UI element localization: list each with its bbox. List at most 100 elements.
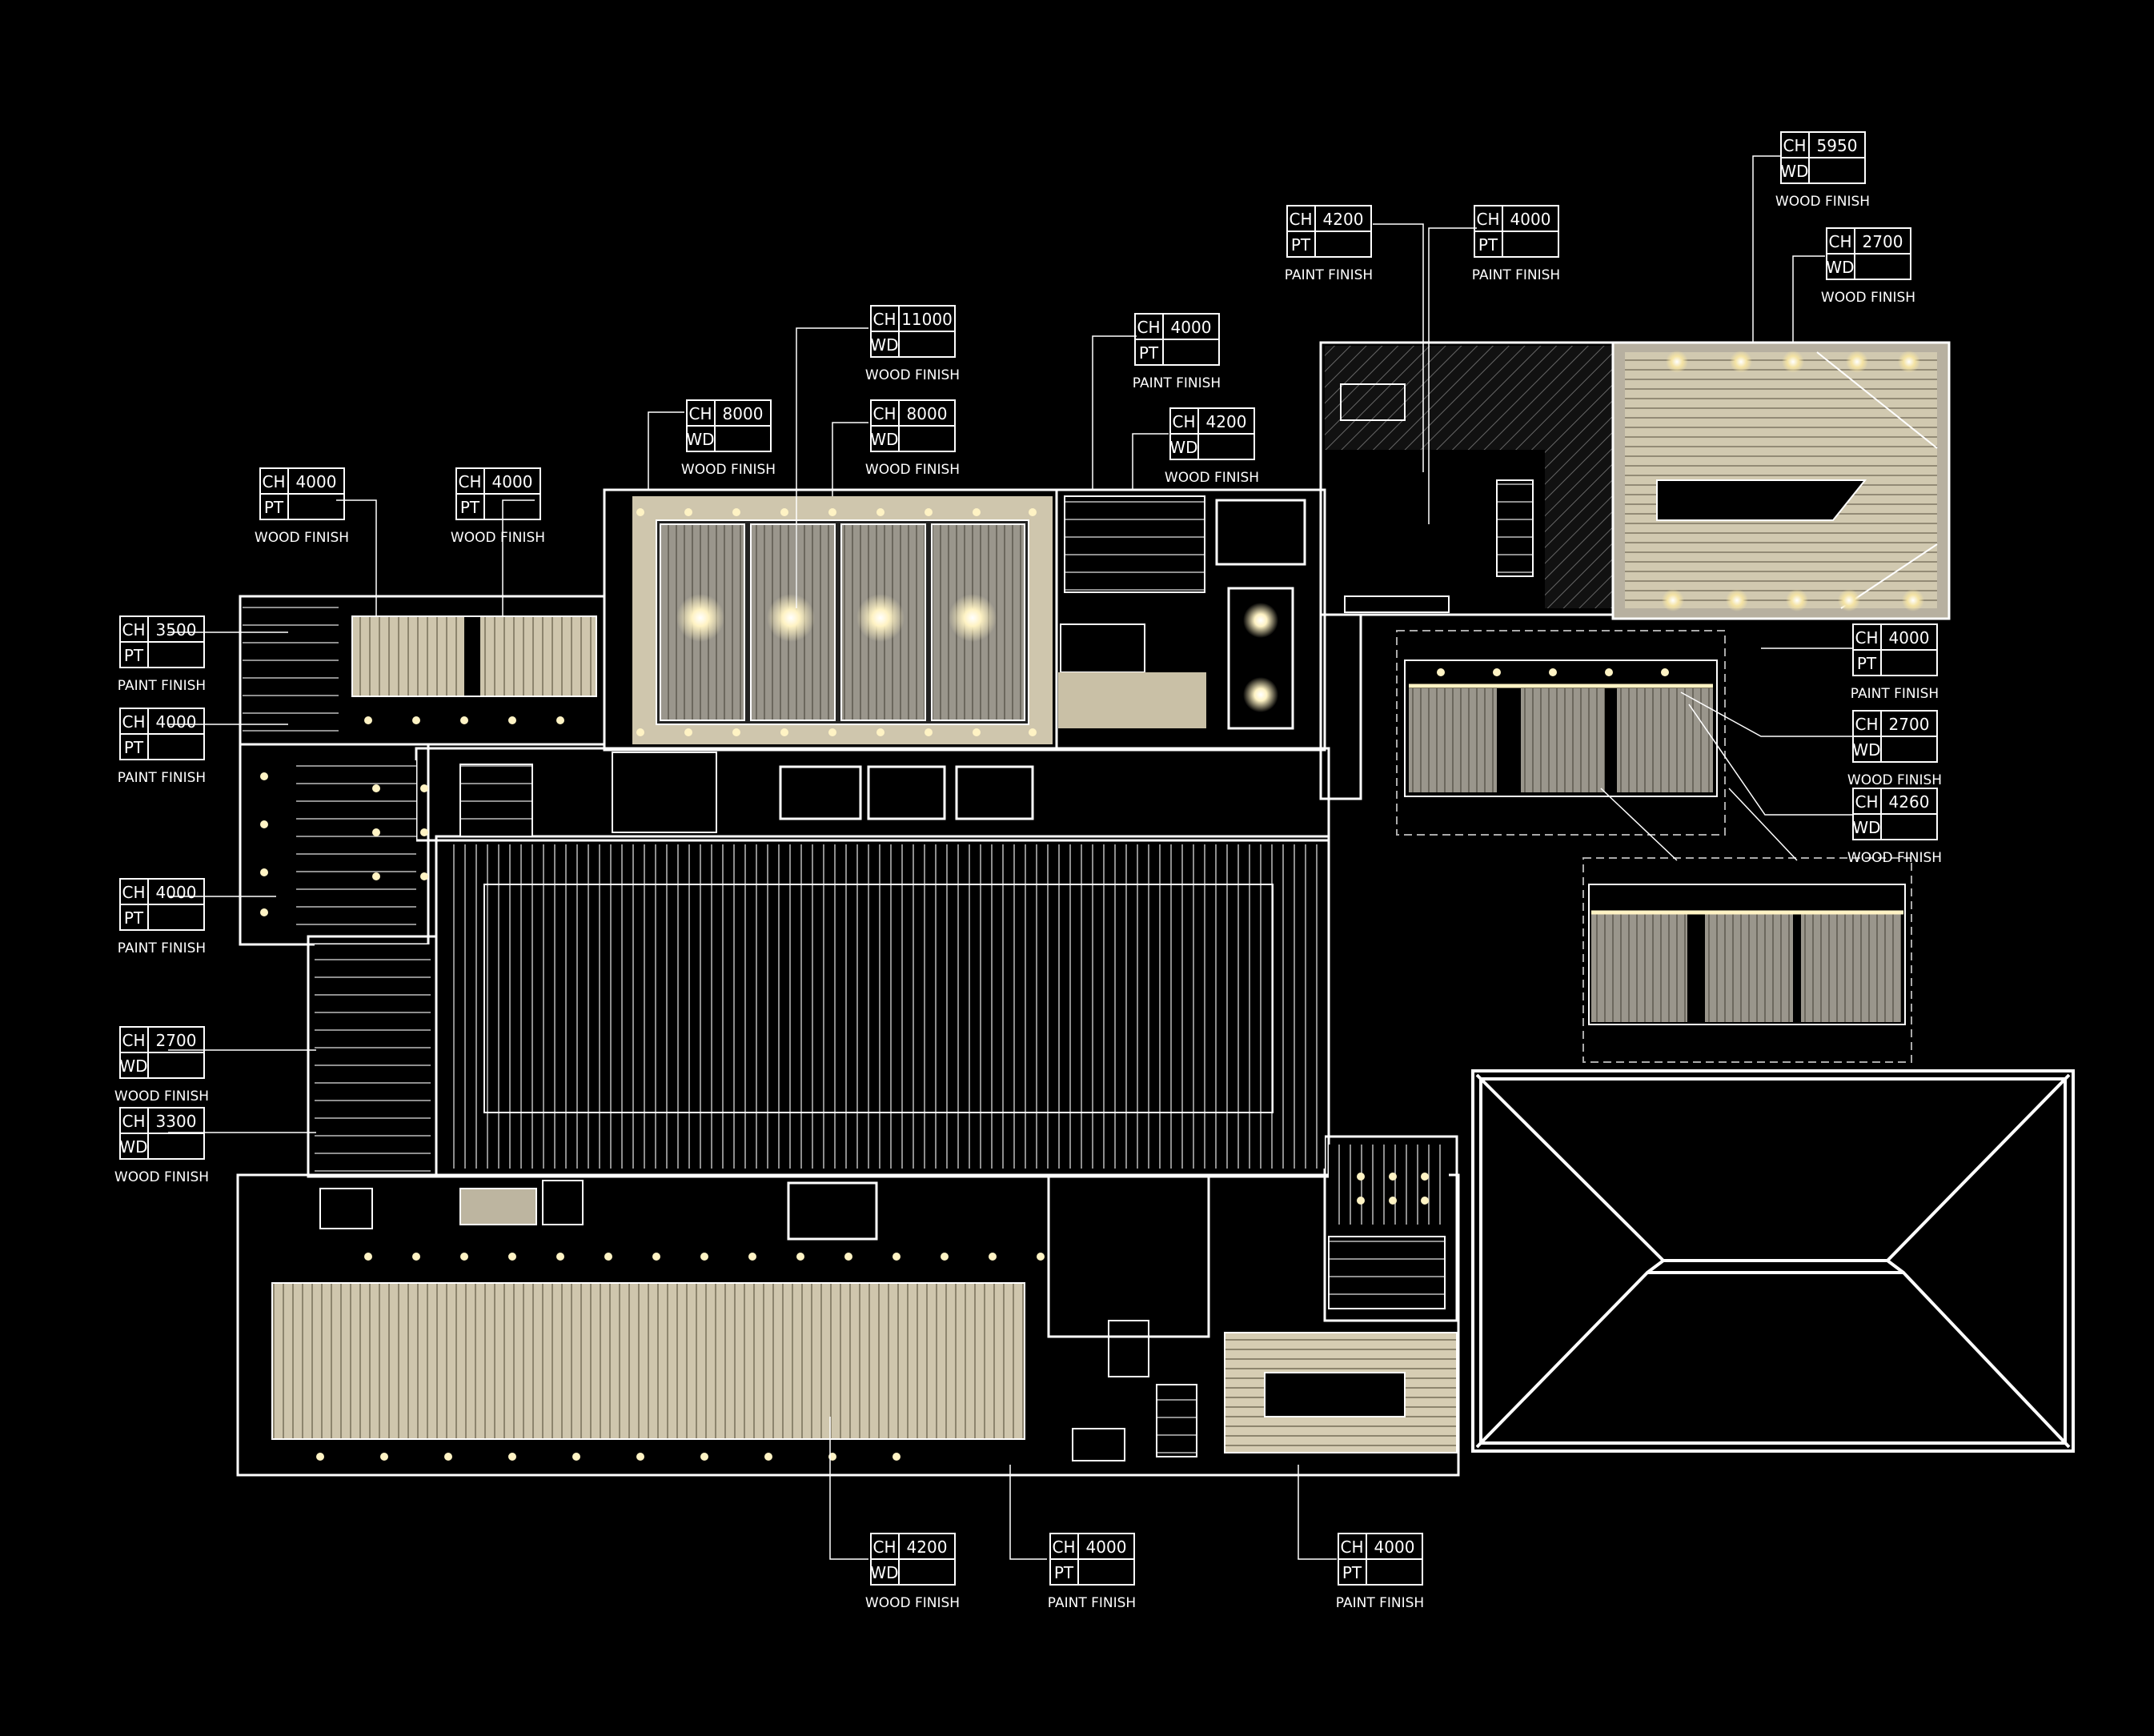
tag-finish: PAINT FINISH (118, 940, 206, 956)
east-core (1325, 346, 1613, 613)
downlight (556, 716, 564, 724)
tag-finish: WOOD FINISH (1775, 194, 1870, 210)
downlight (1437, 668, 1445, 676)
downlight (636, 1453, 644, 1461)
tag-finish: WOOD FINISH (865, 1595, 960, 1611)
downlight (460, 1253, 468, 1261)
tag-code: CH (262, 472, 285, 491)
south-rooms (319, 1180, 1197, 1461)
north-stair-block (1058, 495, 1306, 730)
tag-finish: PAINT FINISH (1472, 267, 1560, 283)
tag-material: PT (1291, 235, 1311, 255)
tag-finish: WOOD FINISH (255, 530, 349, 546)
tag-height: 8000 (723, 404, 764, 423)
tag-material: WD (1852, 818, 1880, 837)
downlight (380, 1453, 388, 1461)
tag-finish: PAINT FINISH (1851, 686, 1939, 702)
service-band (459, 752, 1034, 837)
tag-code: CH (1289, 210, 1312, 229)
downlight (1493, 668, 1501, 676)
tag-height: 11000 (901, 310, 953, 329)
downlight (556, 1253, 564, 1261)
downlight (260, 772, 268, 780)
downlight (796, 1253, 804, 1261)
tag-finish: PAINT FINISH (118, 678, 206, 694)
tag-material: WD (119, 1137, 147, 1157)
tag-finish: PAINT FINISH (1336, 1595, 1424, 1611)
atrium-lights (1662, 351, 1924, 611)
tag-material: WD (1852, 740, 1880, 760)
tag-code: CH (688, 404, 712, 423)
downlights (260, 508, 1669, 1461)
downlight (925, 508, 933, 516)
tag-material: WD (119, 1056, 147, 1076)
downlight (780, 728, 788, 736)
tag-material: WD (870, 335, 898, 355)
downlight (1661, 668, 1669, 676)
tag-material: PT (1478, 235, 1498, 255)
downlight (372, 872, 380, 880)
leader-lines (168, 155, 1853, 1560)
tag-finish: WOOD FINISH (114, 1089, 209, 1105)
tag-code: CH (1172, 412, 1195, 431)
downlight (372, 784, 380, 792)
tag-height: 2700 (156, 1031, 197, 1050)
tag-finish: WOOD FINISH (114, 1169, 209, 1185)
tag-finish: WOOD FINISH (1165, 470, 1259, 486)
tag-height: 4200 (1206, 412, 1247, 431)
tag-code: CH (1855, 792, 1878, 812)
downlight (876, 728, 884, 736)
tag-height: 3500 (156, 620, 197, 639)
downlight (1389, 1173, 1397, 1181)
downlight (412, 1253, 420, 1261)
tag-code: CH (1855, 715, 1878, 734)
downlight (828, 728, 836, 736)
tag-code: CH (122, 620, 145, 639)
atrium-ceiling (1611, 341, 1951, 620)
tag-height: 4260 (1889, 792, 1930, 812)
downlight (636, 508, 644, 516)
downlight (764, 1453, 772, 1461)
downlight (420, 784, 428, 792)
tag-material: PT (1342, 1563, 1362, 1582)
downlight (572, 1453, 580, 1461)
west-wood-panels (351, 615, 597, 697)
tag-finish: WOOD FINISH (865, 462, 960, 478)
tag-finish: WOOD FINISH (1847, 772, 1942, 788)
tag-material: PT (124, 646, 144, 665)
tag-height: 4000 (156, 883, 197, 902)
tag-code: CH (458, 472, 481, 491)
tag-material: PT (1857, 654, 1877, 673)
west-corridor-ceiling (243, 599, 431, 1173)
tag-code: CH (122, 883, 145, 902)
downlight (364, 1253, 372, 1261)
tag-height: 4200 (907, 1538, 948, 1557)
tag-height: 4000 (1171, 318, 1212, 337)
tag-height: 2700 (1863, 232, 1903, 251)
downlight (364, 716, 372, 724)
tag-height: 8000 (907, 404, 948, 423)
tag-height: 2700 (1889, 715, 1930, 734)
tag-finish: WOOD FINISH (1847, 850, 1942, 866)
tag-code: CH (1783, 136, 1806, 155)
downlight (1029, 508, 1037, 516)
downlight (1037, 1253, 1045, 1261)
downlight (508, 716, 516, 724)
downlight (316, 1453, 324, 1461)
tag-height: 4000 (296, 472, 337, 491)
downlight (700, 1453, 708, 1461)
downlight (1549, 668, 1557, 676)
